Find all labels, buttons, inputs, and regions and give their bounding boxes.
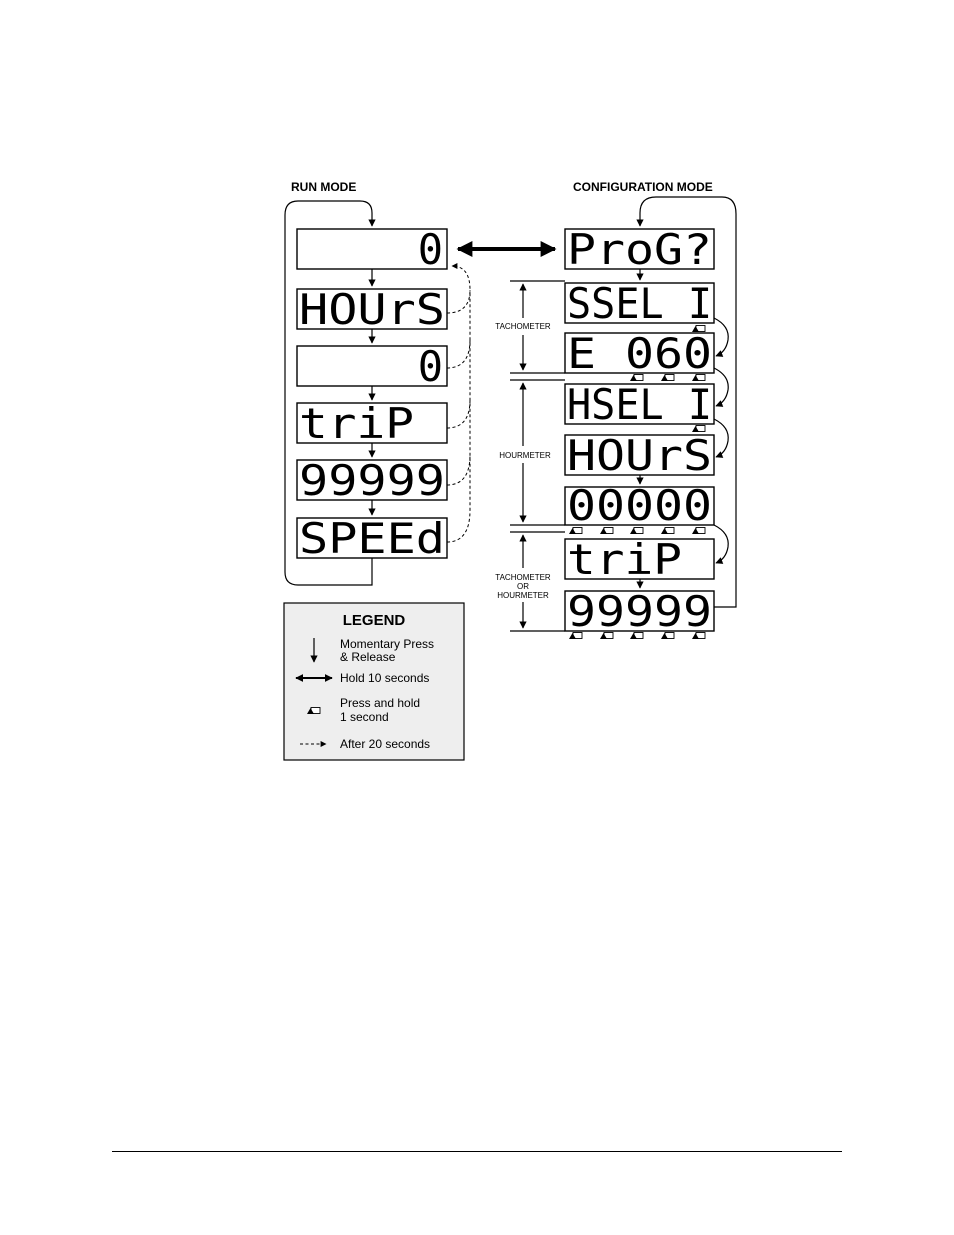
section-label-tachometer: TACHOMETER: [495, 322, 551, 331]
config-display-5: HOUrS: [564, 431, 715, 480]
config-curve-2: [713, 367, 729, 407]
run-loop-arrow: [284, 200, 376, 586]
run-display-1-text: 0: [418, 225, 443, 274]
run-display-3: 0: [296, 342, 448, 391]
legend: LEGEND Momentary Press & Release Hold 10…: [283, 602, 465, 761]
run-display-3-text: 0: [418, 342, 443, 391]
section-brackets: [510, 280, 565, 632]
legend-title: LEGEND: [343, 612, 406, 629]
legend-press-hold-1: Press and hold: [340, 696, 420, 710]
config-display-4-text: HSEL I: [567, 380, 712, 429]
config-display-8-text: 99999: [567, 587, 712, 636]
config-display-3-text: E 060: [567, 329, 712, 378]
legend-hold10: Hold 10 seconds: [340, 671, 429, 685]
config-display-7-text: triP: [567, 535, 682, 584]
legend-after20: After 20 seconds: [340, 737, 430, 751]
config-display-1: ProG?: [564, 225, 715, 274]
run-display-2: HOUrS: [296, 285, 448, 334]
section-label-hourmeter: HOURMETER: [499, 451, 551, 460]
config-loop-arrow: [636, 196, 737, 608]
run-display-4-text: triP: [299, 399, 414, 448]
config-display-4: HSEL I: [564, 380, 715, 429]
run-display-6: SPEEd: [296, 514, 448, 563]
config-display-1-text: ProG?: [567, 225, 712, 274]
config-display-2: SSEL I: [564, 279, 715, 328]
section-label-either-2: OR: [517, 582, 529, 591]
config-display-2-text: SSEL I: [567, 279, 712, 328]
config-curve-1: [713, 317, 729, 357]
run-display-6-text: SPEEd: [299, 514, 445, 563]
timeout-return-lines: [446, 263, 471, 543]
run-display-5: 99999: [296, 456, 448, 505]
section-label-either-1: TACHOMETER: [495, 573, 551, 582]
config-display-7: triP: [564, 535, 715, 584]
legend-press-hold-2: 1 second: [340, 710, 389, 724]
run-display-2-text: HOUrS: [299, 285, 445, 334]
config-display-6-text: 00000: [567, 481, 712, 530]
run-display-4: triP: [296, 399, 448, 448]
config-display-3: E 060: [564, 329, 715, 378]
run-display-5-text: 99999: [299, 456, 445, 505]
legend-momentary-1: Momentary Press: [340, 637, 434, 651]
legend-momentary-2: & Release: [340, 650, 396, 664]
run-display-1: 0: [296, 225, 448, 274]
config-display-8: 99999: [564, 587, 715, 636]
config-mode-title: CONFIGURATION MODE: [573, 180, 713, 194]
config-display-6: 00000: [564, 481, 715, 530]
config-display-5-text: HOUrS: [567, 431, 712, 480]
run-mode-title: RUN MODE: [291, 180, 356, 194]
section-label-either-3: HOURMETER: [497, 591, 549, 600]
footer-rule: [112, 1151, 842, 1152]
config-curve-3: [713, 418, 729, 458]
config-curve-4: [713, 524, 729, 564]
